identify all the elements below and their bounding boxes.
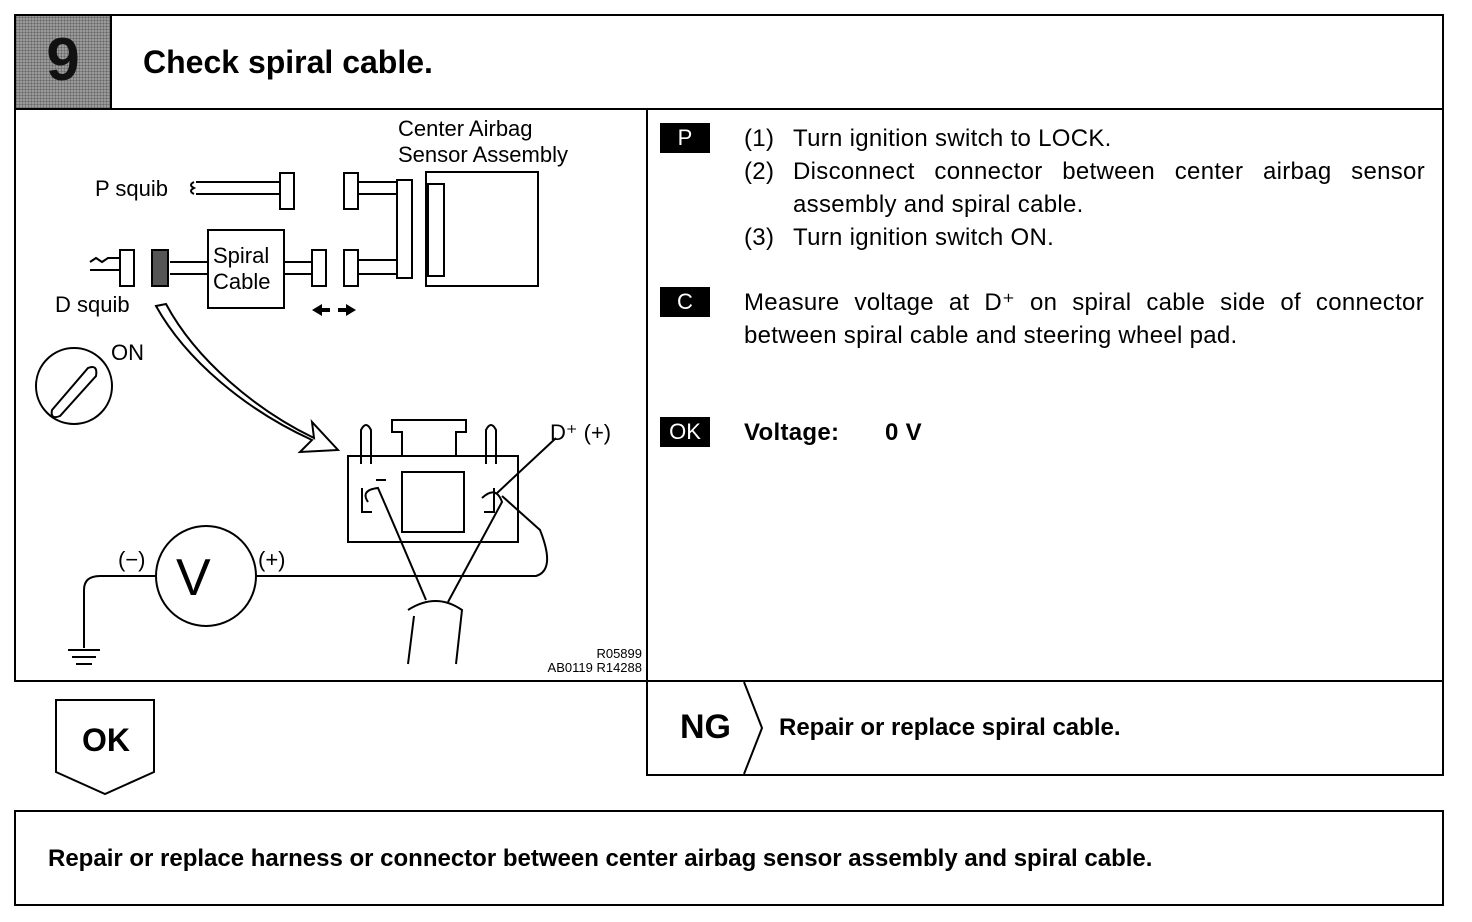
pos-lead-label: (+) bbox=[258, 547, 286, 572]
center-airbag-label-2: Sensor Assembly bbox=[398, 142, 568, 167]
spiral-label-2: Cable bbox=[213, 269, 271, 294]
connector bbox=[347, 455, 519, 543]
ref-code-2: AB0119 R14288 bbox=[547, 660, 642, 675]
voltmeter-letter: V bbox=[176, 549, 211, 607]
column-divider bbox=[646, 108, 648, 682]
p-squib-label: P squib bbox=[95, 176, 168, 201]
neg-lead-label: (−) bbox=[118, 547, 146, 572]
ref-code-1: R05899 bbox=[596, 646, 642, 661]
step-number-badge: 9 bbox=[16, 16, 112, 108]
final-action-text: Repair or replace harness or connector b… bbox=[48, 845, 1153, 872]
spiral-cable-box bbox=[207, 229, 285, 309]
ng-result-box bbox=[646, 680, 1444, 776]
p-item-1-text: Turn ignition switch to LOCK. bbox=[793, 125, 1112, 152]
ng-result-label: NG bbox=[680, 708, 731, 746]
ng-result-text: Repair or replace spiral cable. bbox=[779, 714, 1121, 741]
p-item-3-num: (3) bbox=[744, 224, 775, 251]
ok-voltage-label: Voltage: bbox=[744, 419, 840, 446]
p-item-2-text: Disconnect connector between center airb… bbox=[793, 158, 1425, 218]
tag-c: C bbox=[660, 287, 710, 317]
d-squib-hatched-connector bbox=[151, 249, 169, 287]
d-squib-label: D squib bbox=[55, 292, 130, 317]
step-number: 9 bbox=[46, 26, 80, 93]
disconnect-arrows bbox=[312, 304, 356, 316]
ok-result-label: OK bbox=[82, 722, 130, 758]
on-label: ON bbox=[111, 340, 144, 365]
c-text: Measure voltage at D⁺ on spiral cable si… bbox=[744, 289, 1424, 349]
ok-voltage-value: 0 V bbox=[885, 419, 922, 446]
center-airbag-label-1: Center Airbag bbox=[398, 116, 533, 141]
p-item-3-text: Turn ignition switch ON. bbox=[793, 224, 1055, 251]
final-action-box bbox=[14, 810, 1444, 906]
ng-divider-chevron bbox=[743, 682, 764, 774]
center-airbag-sensor bbox=[425, 171, 539, 287]
ignition-switch bbox=[35, 347, 113, 425]
ok-result-badge bbox=[55, 699, 155, 796]
p-item-2-num: (2) bbox=[744, 158, 775, 185]
d-plus-label: D⁺ (+) bbox=[550, 420, 612, 445]
tag-p: P bbox=[660, 123, 710, 153]
spiral-label-1: Spiral bbox=[213, 243, 270, 268]
step-title: Check spiral cable. bbox=[143, 44, 433, 80]
wiring-diagram bbox=[35, 171, 557, 665]
tag-ok: OK bbox=[660, 417, 710, 447]
p-item-1-num: (1) bbox=[744, 125, 775, 152]
